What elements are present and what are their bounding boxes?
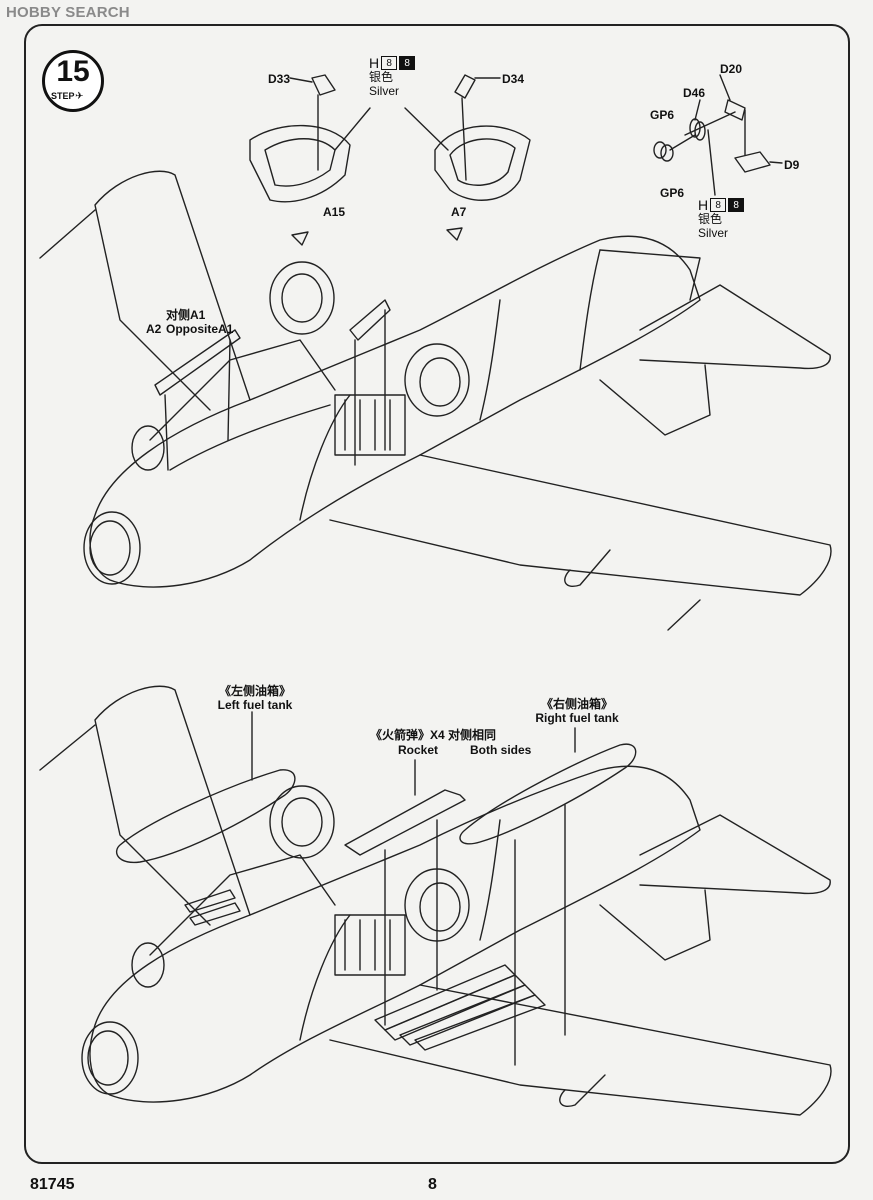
gear-door-a15 [249,124,351,203]
label-rocket-en: Rocket [398,743,439,757]
step-label: STEP [51,91,75,101]
lamp-assembly [653,74,783,196]
paint-code: H 8 8 [369,56,416,70]
watermark-logo: HOBBY SEARCH [6,4,130,21]
step-number: 15 [56,55,90,88]
bottom-right-wing [329,984,832,1116]
label-d46: D46 [683,86,706,100]
top-h-stab-left [599,249,701,301]
paint-name-en-right: Silver [698,226,729,240]
bottom-left-wing [94,685,251,926]
label-a2: A2 [146,322,162,336]
page-number: 8 [428,1176,437,1193]
bottom-wheel-left [269,785,335,859]
plane-icon: ✈ [75,91,84,102]
top-h-stab-right [639,284,831,370]
label-left-tank: 《左侧油箱》 Left fuel tank [217,684,293,712]
top-intake [83,511,141,585]
paint-name-cn: 银色 [369,70,394,84]
top-ventral-fin [599,364,711,436]
top-right-wing [329,454,832,596]
label-d34: D34 [502,72,525,86]
paint-code-right: H 8 8 [698,198,745,212]
label-gp6-top: GP6 [650,108,675,122]
top-nose-wheel [131,425,165,471]
bottom-fuselage [89,765,701,1103]
top-wheel-left [269,261,335,335]
label-gp6-bottom: GP6 [660,186,685,200]
paint-name-en: Silver [369,84,400,98]
bottom-aircraft-drawing [39,685,832,1116]
label-d9: D9 [784,158,800,172]
label-a15: A15 [323,205,346,219]
bottom-nose-wheel [131,942,165,988]
top-aircraft-drawing [39,170,832,631]
label-d33: D33 [268,72,291,86]
label-opposite-a1-cn: 对侧A1 [166,308,206,322]
paint-name-cn-right: 银色 [698,212,723,226]
part-d33 [311,74,336,96]
page-frame [24,24,850,1164]
left-fuel-tank [115,769,296,864]
top-wheel-right [404,343,470,417]
label-right-tank: 《右侧油箱》 Right fuel tank [535,697,619,725]
step-badge: 15 STEP ✈ [42,50,104,112]
label-a7: A7 [451,205,467,219]
top-left-wing [94,170,251,411]
rocket-cluster [374,964,546,1051]
label-rocket-cn: 《火箭弹》X4 对侧相同 [370,728,497,742]
right-fuel-tank [459,743,637,845]
label-opposite-a1-en: OppositeA1 [166,322,234,336]
label-both-sides: Both sides [470,743,532,757]
part-d34 [454,74,476,99]
bottom-intake [81,1021,139,1095]
paint-callout-right: H 8 8 银色 Silver [698,198,745,240]
top-fuselage [89,235,701,588]
rocket [344,789,466,856]
gear-door-a7 [434,125,531,201]
label-d20: D20 [720,62,743,76]
kit-number: 81745 [30,1176,75,1193]
paint-callout-center: H 8 8 银色 Silver [369,56,416,98]
bottom-ventral-fin [599,889,711,961]
bottom-h-stab-right [639,814,831,895]
